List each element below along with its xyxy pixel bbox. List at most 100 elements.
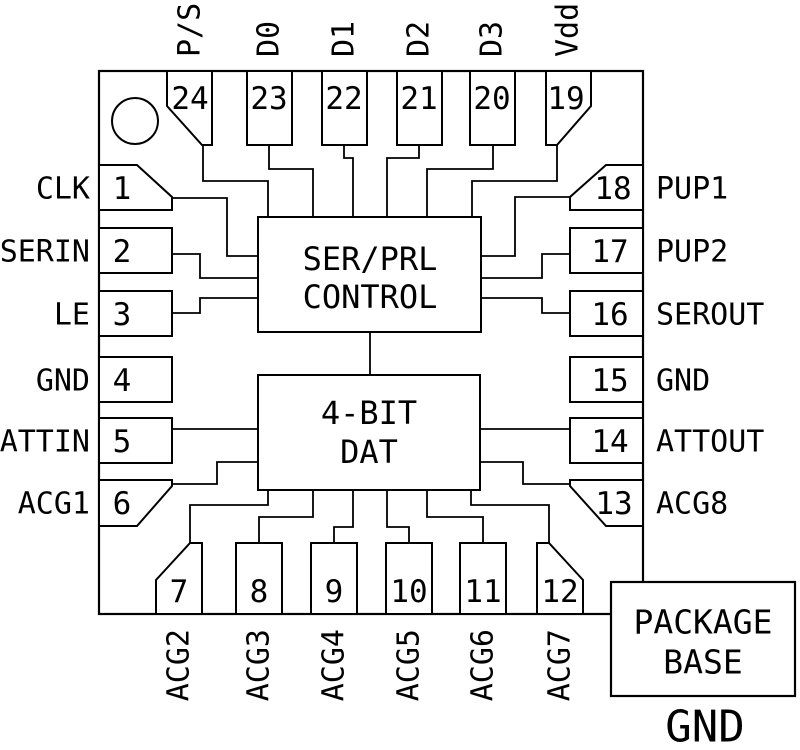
- pin-label-attin: ATTIN: [0, 425, 90, 460]
- pin-box-20: [469, 70, 516, 146]
- control-block-line1: SER/PRL: [303, 240, 438, 278]
- pin-label-acg7: ACG7: [543, 629, 578, 701]
- pin-label-pup2: PUP2: [656, 235, 728, 270]
- wire-pin-11: [426, 490, 484, 543]
- wire-pin-24: [202, 145, 269, 217]
- pin-number-10: 10: [390, 574, 427, 610]
- pin-box-23: [246, 70, 293, 146]
- pin-label-d2: D2: [402, 21, 437, 57]
- wire-pin-3: [172, 297, 258, 314]
- pin-number-8: 8: [250, 574, 269, 610]
- pin-number-9: 9: [325, 574, 344, 610]
- pin-label-le: LE: [54, 298, 90, 333]
- pin1-indicator-circle: [111, 97, 159, 145]
- pin-number-1: 1: [113, 171, 132, 207]
- pin-box-17: [569, 227, 644, 274]
- wire-pin-9: [333, 490, 354, 543]
- pin-label-acg4: ACG4: [317, 629, 352, 701]
- pin-label-vdd: Vdd: [551, 3, 586, 57]
- block-ser-prl-control: [257, 216, 482, 333]
- package-base-net-label: GND: [665, 702, 744, 750]
- pin-box-22: [321, 70, 368, 146]
- pin-label-d1: D1: [327, 21, 362, 57]
- dat-block-line2: DAT: [340, 433, 398, 471]
- pin-number-6: 6: [113, 486, 132, 522]
- pin-box-16: [569, 290, 644, 337]
- pin-box-21: [396, 70, 443, 146]
- control-block-line2: CONTROL: [303, 278, 438, 316]
- pin-label-serin: SERIN: [0, 235, 90, 270]
- pin-box-8: [235, 542, 283, 615]
- pin-label-pup1: PUP1: [656, 172, 728, 207]
- pin-box-14: [569, 417, 644, 464]
- pin-number-16: 16: [591, 297, 628, 333]
- pin-box-2: [98, 227, 173, 274]
- pin-box-13: [569, 479, 644, 527]
- pin-number-22: 22: [325, 81, 362, 117]
- pin-number-3: 3: [113, 297, 132, 333]
- wire-pin-10: [386, 490, 410, 543]
- wire-pin-17: [481, 253, 570, 279]
- top-pin-boxes: [166, 70, 592, 146]
- left-pin-boxes: [98, 164, 173, 527]
- pin-number-11: 11: [464, 574, 501, 610]
- wire-pin-22: [343, 145, 354, 217]
- pin-number-23: 23: [250, 81, 287, 117]
- pin-number-7: 7: [170, 574, 189, 610]
- wire-pin-13: [480, 461, 570, 485]
- bottom-pin-boxes: [155, 542, 584, 615]
- pin-label-gnd-left: GND: [36, 364, 90, 399]
- pin-label-d0: D0: [252, 21, 287, 57]
- pin-number-4: 4: [113, 363, 132, 399]
- chip-outline: [97, 69, 645, 616]
- pin-box-24: [166, 70, 213, 146]
- dat-block-line1: 4-BIT: [321, 394, 417, 432]
- pin-box-12: [536, 542, 584, 615]
- pin-box-9: [310, 542, 358, 615]
- pin-label-gnd-right: GND: [656, 364, 710, 399]
- pin-number-2: 2: [113, 234, 132, 270]
- pin-box-3: [98, 290, 173, 337]
- wire-pin-19: [471, 145, 558, 217]
- pin-label-acg2: ACG2: [162, 629, 197, 701]
- pin-number-18: 18: [594, 171, 631, 207]
- pin-box-10: [385, 542, 433, 615]
- pin-number-19: 19: [547, 81, 584, 117]
- wire-pin-16: [481, 297, 570, 314]
- wire-pin-8: [258, 490, 314, 543]
- pin-number-12: 12: [541, 574, 578, 610]
- pin-number-15: 15: [591, 363, 628, 399]
- pin-label-serout: SEROUT: [656, 298, 764, 333]
- wire-pin-23: [268, 145, 314, 217]
- pin-number-21: 21: [400, 81, 437, 117]
- pin-label-acg5: ACG5: [392, 629, 427, 701]
- pin-number-14: 14: [591, 424, 628, 460]
- wire-pin-7: [189, 490, 269, 543]
- wire-pin-12: [470, 490, 550, 543]
- pin-number-5: 5: [113, 424, 132, 460]
- pin-label-d3: D3: [475, 21, 510, 57]
- pin-label-acg8: ACG8: [656, 487, 728, 522]
- wire-pin-18: [481, 196, 570, 257]
- package-base-line1: PACKAGE: [633, 603, 772, 642]
- pin-label-acg3: ACG3: [242, 629, 277, 701]
- pin-label-acg6: ACG6: [466, 629, 501, 701]
- pin-number-13: 13: [595, 486, 632, 522]
- pin-box-19: [545, 70, 592, 146]
- pin-box-1: [98, 164, 173, 211]
- pin-label-attout: ATTOUT: [656, 425, 764, 460]
- wire-pin-2: [172, 253, 258, 279]
- pin-label-clk: CLK: [36, 172, 90, 207]
- package-base-box: [609, 580, 797, 698]
- pin-box-4: [98, 356, 173, 403]
- pin-number-17: 17: [591, 234, 628, 270]
- pin-box-11: [459, 542, 507, 615]
- wire-pin-6: [172, 461, 258, 485]
- block-4bit-dat: [257, 374, 481, 491]
- pin-number-20: 20: [473, 81, 510, 117]
- pin-number-24: 24: [171, 81, 208, 117]
- pin-box-15: [569, 356, 644, 403]
- pin-label-acg1: ACG1: [18, 487, 90, 522]
